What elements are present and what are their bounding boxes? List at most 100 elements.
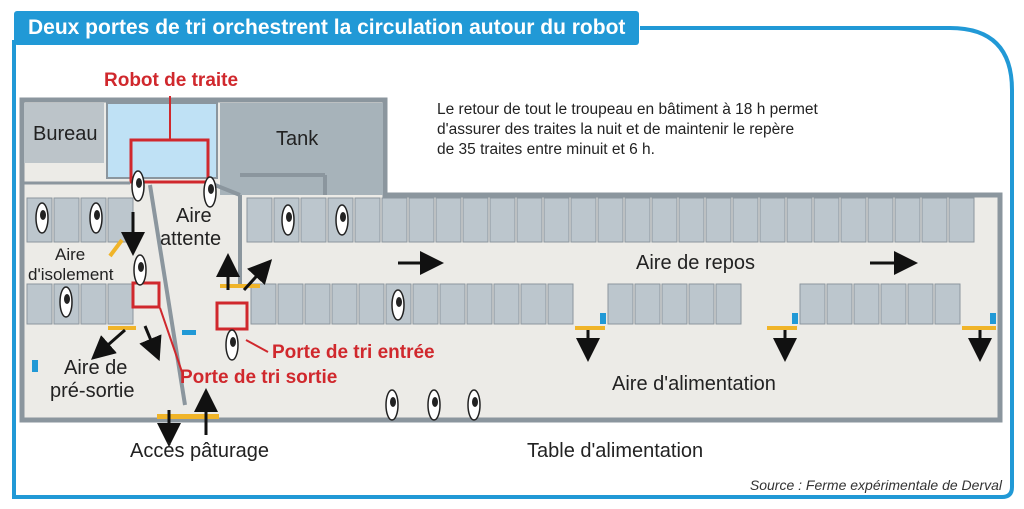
pre-sortie-label-2: pré-sortie bbox=[50, 380, 135, 402]
bureau-label: Bureau bbox=[33, 123, 98, 145]
gates bbox=[32, 238, 996, 419]
cows bbox=[35, 170, 481, 421]
intro-line: de 35 traites entre minuit et 6 h. bbox=[437, 141, 655, 158]
stall bbox=[634, 283, 661, 325]
stall bbox=[435, 197, 462, 243]
intro-text: Le retour de tout le troupeau en bâtimen… bbox=[437, 100, 818, 160]
gate-bar bbox=[220, 284, 260, 288]
cow bbox=[335, 204, 349, 236]
stall bbox=[705, 197, 732, 243]
title-banner: Deux portes de tri orchestrent la circul… bbox=[14, 11, 640, 45]
stall bbox=[304, 283, 331, 325]
tank-room bbox=[220, 103, 383, 195]
gate-bar bbox=[962, 326, 996, 330]
robot-label: Robot de traite bbox=[104, 70, 239, 91]
cow bbox=[225, 329, 239, 361]
stall bbox=[107, 283, 134, 325]
aire-attente-label-2: attente bbox=[160, 228, 222, 250]
aire-attente-label-1: Aire bbox=[176, 205, 212, 227]
stall bbox=[250, 283, 277, 325]
gate-bar bbox=[108, 238, 124, 258]
stall bbox=[53, 197, 80, 243]
source-credit: Source : Ferme expérimentale de Derval bbox=[749, 477, 1002, 493]
water-trough bbox=[792, 313, 798, 324]
stall bbox=[354, 197, 381, 243]
arrow bbox=[90, 328, 126, 360]
stall bbox=[799, 283, 826, 325]
sort-gate-exit-marker bbox=[131, 281, 161, 309]
stall bbox=[624, 197, 651, 243]
cow-spot bbox=[390, 397, 396, 407]
stall bbox=[246, 197, 273, 243]
cow-spot bbox=[230, 337, 236, 347]
aire-alimentation-label: Aire d'alimentation bbox=[612, 373, 776, 395]
stall bbox=[331, 283, 358, 325]
cow bbox=[391, 289, 405, 321]
stall bbox=[80, 283, 107, 325]
intro-line: d'assurer des traites la nuit et de main… bbox=[437, 121, 795, 138]
stall bbox=[516, 197, 543, 243]
gate-bar bbox=[157, 414, 219, 419]
cow bbox=[427, 389, 441, 421]
cow bbox=[89, 202, 103, 234]
stall bbox=[813, 197, 840, 243]
stall bbox=[597, 197, 624, 243]
inner-wall bbox=[148, 184, 187, 406]
stall bbox=[607, 283, 634, 325]
gate-bar bbox=[108, 326, 136, 330]
gate-bar bbox=[767, 326, 797, 330]
cow-spot bbox=[94, 210, 100, 220]
table-alimentation-label: Table d'alimentation bbox=[527, 440, 704, 462]
stall bbox=[300, 197, 327, 243]
stall bbox=[358, 283, 385, 325]
stall bbox=[408, 197, 435, 243]
stall bbox=[412, 283, 439, 325]
building bbox=[19, 96, 1003, 423]
stall bbox=[107, 197, 134, 243]
stall bbox=[921, 197, 948, 243]
cow-spot bbox=[286, 212, 292, 222]
frame-border bbox=[12, 26, 1014, 499]
aire-isolement-label-1: Aire bbox=[55, 245, 86, 264]
stall bbox=[826, 283, 853, 325]
cow-spot bbox=[64, 294, 70, 304]
stall bbox=[907, 283, 934, 325]
cow bbox=[131, 170, 145, 202]
porte-sortie-label: Porte de tri sortie bbox=[180, 367, 338, 388]
stall-rows bbox=[26, 197, 975, 325]
stall bbox=[880, 283, 907, 325]
cow bbox=[281, 204, 295, 236]
flow-arrows bbox=[90, 212, 992, 447]
cow-spot bbox=[208, 184, 214, 194]
stall bbox=[543, 197, 570, 243]
stall bbox=[853, 283, 880, 325]
water-trough bbox=[990, 313, 996, 324]
stall bbox=[678, 197, 705, 243]
gate-bar bbox=[575, 326, 605, 330]
water-trough bbox=[32, 360, 38, 372]
cow bbox=[385, 389, 399, 421]
cow-spot bbox=[40, 210, 46, 220]
intro-line: Le retour de tout le troupeau en bâtimen… bbox=[437, 101, 818, 118]
stall bbox=[26, 283, 53, 325]
stall bbox=[493, 283, 520, 325]
cow-spot bbox=[138, 262, 144, 272]
pre-sortie-label-1: Aire de bbox=[64, 357, 128, 379]
acces-paturage-label: Accès pâturage bbox=[130, 440, 269, 462]
stall bbox=[715, 283, 742, 325]
water-trough bbox=[182, 330, 196, 335]
exit-pointer bbox=[159, 307, 183, 373]
cow bbox=[35, 202, 49, 234]
entry-pointer bbox=[245, 339, 269, 353]
stall bbox=[732, 197, 759, 243]
aire-isolement-label-2: d'isolement bbox=[28, 265, 114, 284]
stall bbox=[759, 197, 786, 243]
stall bbox=[840, 197, 867, 243]
cow bbox=[133, 254, 147, 286]
tank-label: Tank bbox=[276, 128, 319, 150]
stall bbox=[934, 283, 961, 325]
arrow bbox=[242, 259, 273, 292]
stall bbox=[867, 197, 894, 243]
